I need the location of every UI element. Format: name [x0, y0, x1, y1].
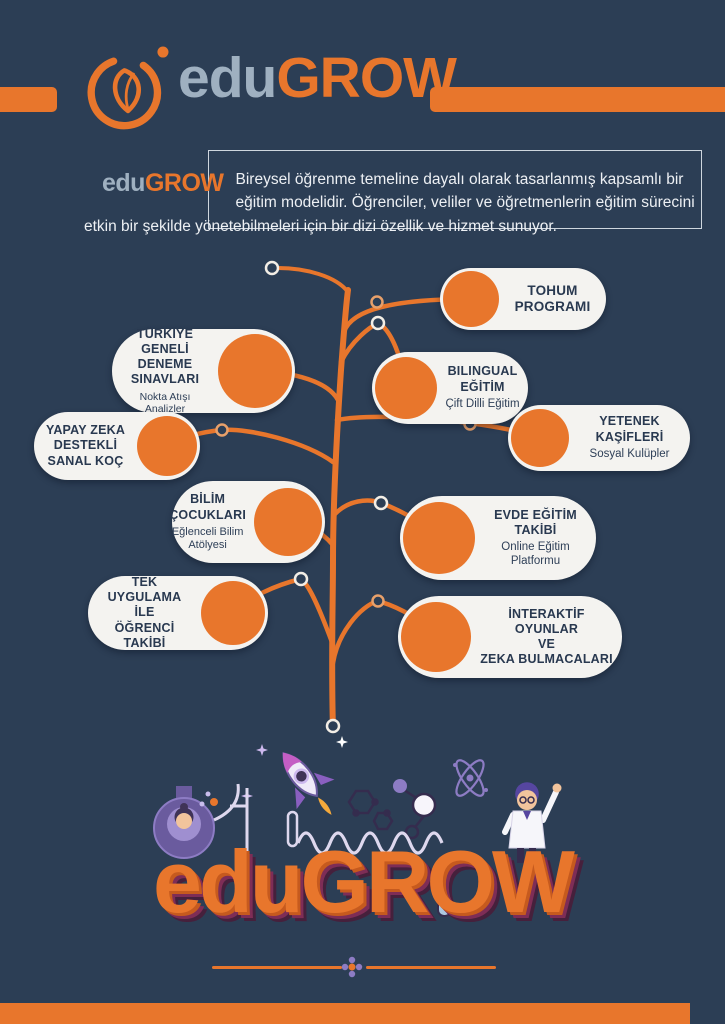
logo-grow-text: GROW	[276, 46, 457, 110]
ornament-line-left	[212, 966, 342, 969]
node-title: TÜRKİYE GENELİ DENEME SINAVLARI	[130, 326, 200, 387]
node-connector-circle	[254, 488, 322, 556]
footer-illustration	[153, 736, 562, 917]
header-bar-left	[0, 87, 57, 112]
node-tohum-programi: TOHUM PROGRAMI	[440, 268, 606, 330]
atom-icon	[453, 759, 488, 797]
node-connector-circle	[218, 334, 292, 408]
node-deneme-sinavlari: TÜRKİYE GENELİ DENEME SINAVLARI Nokta Atı…	[112, 326, 295, 415]
intro-label: eduGROW	[102, 164, 224, 202]
ornament-flower-icon	[341, 956, 363, 978]
node-connector-circle	[201, 581, 265, 645]
edugrow-logo-icon	[87, 46, 169, 130]
rocket-icon	[282, 752, 335, 815]
branch-node-dots	[215, 260, 477, 734]
scientist-figure	[502, 782, 562, 863]
node-title: EVDE EĞİTİM TAKİBİ	[494, 507, 577, 537]
node-connector-circle	[401, 602, 471, 672]
tube-icon	[286, 810, 299, 848]
intro-label-grow: GROW	[144, 168, 224, 197]
header-bar-right	[430, 87, 725, 112]
node-title: BİLİM ÇOCUKLARI	[169, 492, 246, 522]
node-connector-circle	[511, 409, 569, 467]
node-connector-circle	[443, 271, 499, 327]
intro-text: Bireysel öğrenme temeline dayalı olarak …	[84, 170, 695, 235]
node-title: TEK UYGULAMA İLE ÖĞRENCİ TAKİBİ	[107, 574, 182, 650]
bottom-bar	[0, 1003, 690, 1024]
node-yetenek-kasifleri: YETENEK KAŞİFLERİ Sosyal Kulüpler	[508, 405, 690, 471]
logo-edu-text: edu	[178, 46, 277, 110]
node-connector-circle	[403, 502, 475, 574]
footer-wordmark: eduGROW	[153, 832, 575, 931]
node-subtitle: Çift Dilli Eğitim	[445, 397, 520, 410]
ornament-line-right	[366, 966, 496, 969]
node-tek-uygulama: TEK UYGULAMA İLE ÖĞRENCİ TAKİBİ	[88, 574, 268, 650]
node-title: YAPAY ZEKA DESTEKLİ SANAL KOÇ	[45, 423, 126, 468]
node-subtitle: Online Eğitim Platformu	[501, 541, 570, 567]
circle-molecule-icon	[393, 779, 437, 840]
node-evde-egitim-takibi: EVDE EĞİTİM TAKİBİ Online Eğitim Platform…	[400, 496, 596, 580]
node-bilim-cocuklari: BİLİM ÇOCUKLARI Eğlenceli Bilim Atölyesi	[169, 481, 325, 563]
intro-border-box	[208, 150, 702, 229]
node-title: İNTERAKTİF OYUNLAR VE ZEKA BULMACALARI	[480, 606, 613, 667]
node-subtitle: Sosyal Kulüpler	[589, 447, 670, 460]
node-bilingual-egitim: BILINGUAL EĞİTİM Çift Dilli Eğitim	[372, 352, 528, 424]
logo-wordmark: eduGROW	[178, 50, 457, 107]
node-connector-circle	[375, 357, 437, 419]
node-subtitle: Eğlenceli Bilim Atölyesi	[171, 525, 244, 551]
node-yapay-zeka-koc: YAPAY ZEKA DESTEKLİ SANAL KOÇ	[34, 412, 200, 480]
test-tube-icon	[436, 874, 453, 917]
hexagon-molecule-icon	[347, 789, 394, 831]
node-interaktif-oyunlar: İNTERAKTİF OYUNLAR VE ZEKA BULMACALARI	[398, 596, 622, 678]
node-title: BILINGUAL EĞİTİM	[447, 364, 518, 394]
flask-scientist-icon	[153, 783, 249, 865]
node-title: TOHUM PROGRAMI	[514, 282, 591, 314]
node-title: YETENEK KAŞİFLERİ	[595, 414, 664, 444]
intro-label-edu: edu	[102, 168, 145, 197]
node-connector-circle	[137, 416, 197, 476]
coil-tube-icon	[296, 831, 444, 855]
node-subtitle: Nokta Atışı Analizler	[139, 390, 191, 415]
